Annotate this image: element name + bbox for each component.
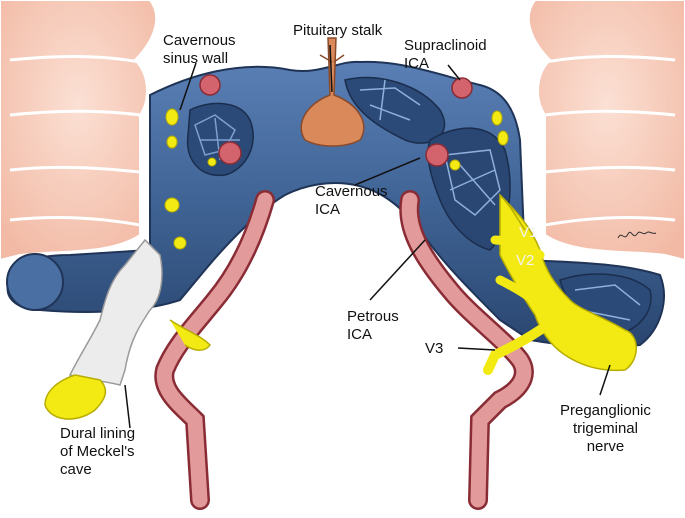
right-cavernous-ica [425, 143, 449, 167]
cavernous-ica-line2: ICA [315, 201, 341, 218]
label-v1: V1 [519, 224, 537, 242]
petrous-ica-line1: Petrous [347, 308, 399, 325]
label-cavernous-ica: Cavernous ICA [315, 183, 388, 219]
left-cavernous-ica [218, 141, 242, 165]
cavernous-sinus-wall-line2: sinus wall [163, 50, 229, 67]
v1-text: V1 [519, 224, 538, 241]
preganglionic-line3: nerve [586, 438, 625, 455]
right-supraclinoid-ica [451, 77, 473, 99]
cavernous-ica-line1: Cavernous [315, 183, 388, 200]
left-supraclinoid-ica [199, 74, 221, 96]
preganglionic-line1: Preganglionic [560, 402, 651, 419]
pituitary-stalk-text: Pituitary stalk [293, 22, 383, 39]
label-pituitary-stalk: Pituitary stalk [293, 22, 382, 40]
left-v3-branch [169, 319, 211, 351]
supraclinoid-ica-line2: ICA [404, 55, 430, 72]
cranial-nerve-dots [164, 108, 509, 250]
left-trigeminal-ganglion [44, 374, 107, 420]
dural-lining-line3: cave [60, 461, 92, 478]
supraclinoid-ica-line1: Supraclinoid [404, 37, 487, 54]
label-dural-lining: Dural lining of Meckel's cave [60, 425, 135, 479]
label-supraclinoid-ica: Supraclinoid ICA [404, 37, 487, 73]
v2-text: V2 [516, 252, 535, 269]
left-temporal-bone [0, 0, 158, 262]
right-temporal-bone [527, 0, 685, 262]
petrous-ica-line2: ICA [347, 326, 373, 343]
label-petrous-ica: Petrous ICA [347, 308, 399, 344]
label-v3: V3 [425, 340, 443, 358]
cavernous-sinus-wall-line1: Cavernous [163, 32, 236, 49]
label-preganglionic-trigeminal: Preganglionic trigeminal nerve [560, 402, 651, 456]
right-ica [401, 192, 532, 508]
label-cavernous-sinus-wall: Cavernous sinus wall [163, 32, 236, 68]
dural-lining-line2: of Meckel's [60, 443, 135, 460]
artist-signature-mark [617, 231, 657, 239]
right-trigeminal-nerve [483, 193, 637, 375]
v3-text: V3 [425, 340, 444, 357]
leader-lines [124, 44, 611, 429]
dural-lining-line1: Dural lining [60, 425, 136, 442]
label-v2: V2 [516, 252, 534, 270]
preganglionic-line2: trigeminal [572, 420, 638, 437]
